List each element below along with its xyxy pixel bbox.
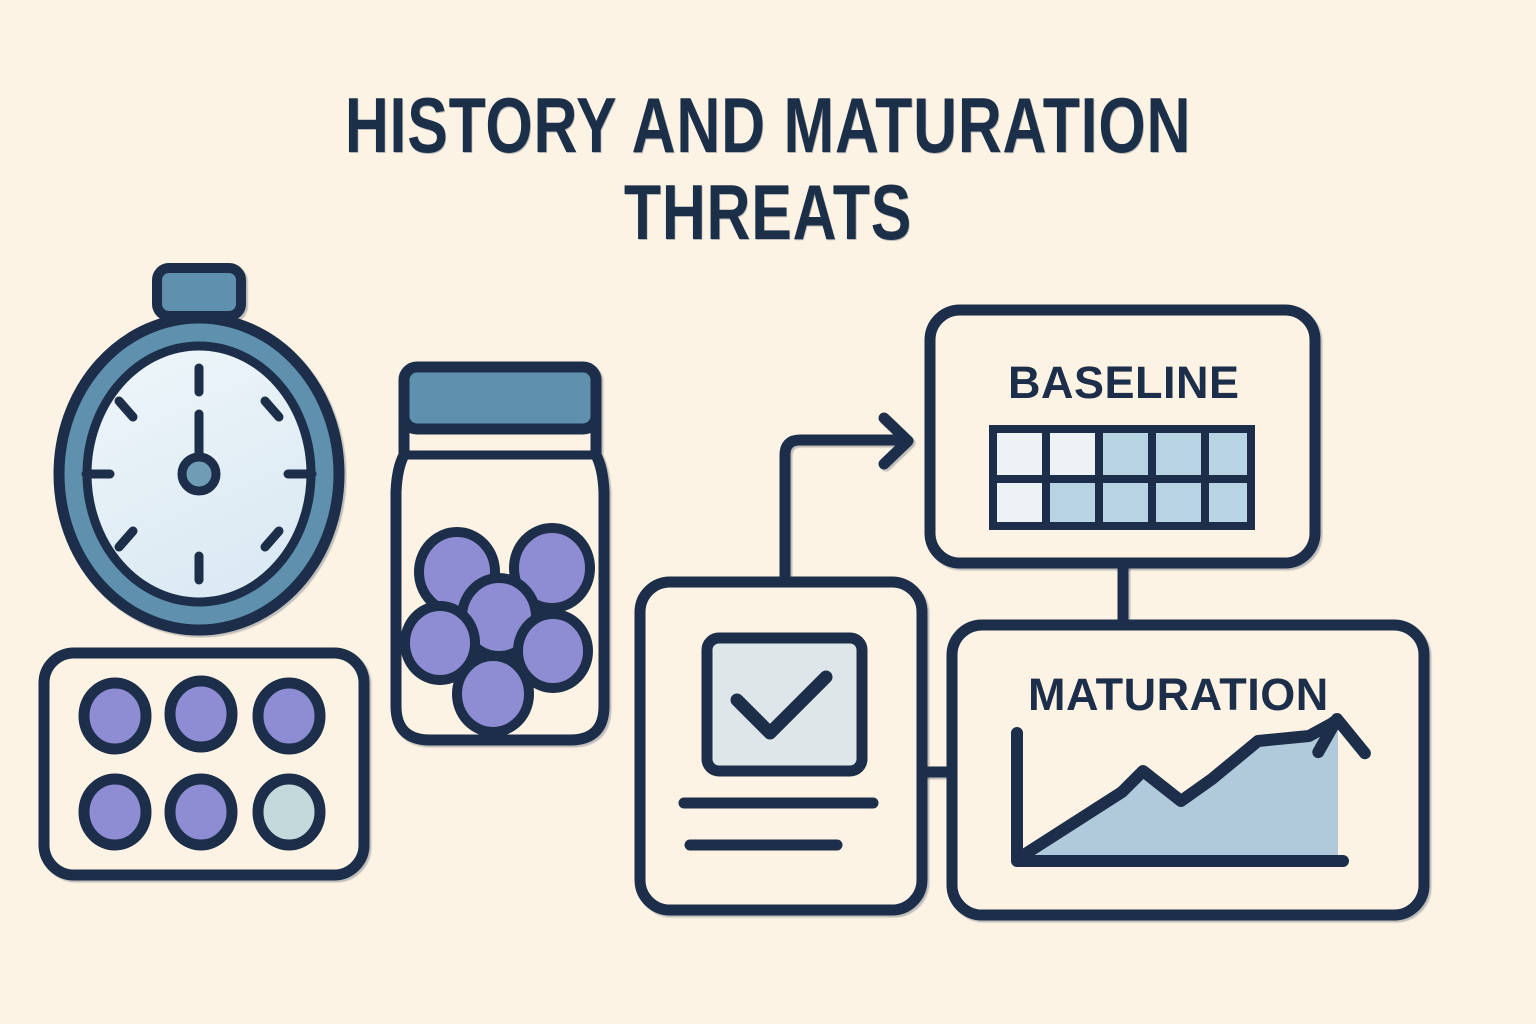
- baseline-grid-cell: [1050, 433, 1097, 477]
- page-title: HISTORY AND MATURATION THREATS: [344, 81, 1192, 257]
- baseline-grid-cell: [1050, 482, 1097, 522]
- baseline-grid-cell: [1103, 482, 1150, 522]
- baseline-grid-cell: [1209, 482, 1247, 522]
- chart-trend-line: [1013, 714, 1343, 864]
- chart-axes: [1011, 727, 1349, 867]
- baseline-grid-cell: [1103, 433, 1150, 477]
- baseline-card[interactable]: BASELINE: [924, 304, 1321, 569]
- baseline-grid-cell: [1156, 433, 1203, 477]
- baseline-grid-cell: [1209, 433, 1247, 477]
- baseline-card-title: BASELINE: [1008, 357, 1240, 408]
- jar-pills-group: [400, 523, 595, 737]
- jar-pill: [513, 609, 593, 693]
- baseline-grid: [989, 425, 1255, 530]
- jar-pill: [452, 651, 534, 737]
- tick-1: [260, 396, 284, 422]
- baseline-grid-cell: [997, 433, 1044, 477]
- connector-arrowhead: [878, 412, 914, 470]
- chart-arrowhead-icon: [1312, 713, 1371, 760]
- maturation-chart: [1011, 713, 1371, 867]
- tick-11: [114, 396, 138, 422]
- chart-area-fill: [1020, 722, 1338, 858]
- baseline-grid-lines: [993, 429, 1251, 526]
- stopwatch-hub: [177, 452, 221, 496]
- tick-7: [114, 526, 138, 552]
- tick-5: [260, 526, 284, 552]
- tray-pill: [164, 773, 238, 851]
- tray-pill: [252, 677, 326, 755]
- tray-pill-pale: [252, 773, 326, 851]
- pill-jar-icon: [390, 361, 610, 746]
- pill-tray-pills-group: [78, 675, 326, 851]
- baseline-grid-cell: [997, 482, 1044, 522]
- tray-pill: [78, 773, 152, 851]
- checkbox-box[interactable]: [701, 632, 868, 777]
- maturation-card-title: MATURATION: [1028, 669, 1329, 720]
- pill-tray-icon: [38, 647, 370, 881]
- tray-pill: [164, 675, 238, 753]
- stopwatch-tick-marks: [81, 363, 317, 585]
- checklist-card[interactable]: [634, 576, 928, 916]
- stopwatch-icon: [53, 263, 345, 636]
- jar-lid: [398, 361, 602, 435]
- jar-pill: [400, 601, 480, 685]
- tray-pill: [78, 677, 152, 755]
- checkmark-icon: [730, 670, 833, 740]
- jar-pill: [509, 523, 595, 613]
- maturation-card[interactable]: MATURATION: [946, 619, 1430, 921]
- baseline-grid-cell: [1156, 482, 1203, 522]
- stopwatch-crown: [152, 263, 246, 321]
- connector-checklist-to-baseline: [779, 434, 904, 586]
